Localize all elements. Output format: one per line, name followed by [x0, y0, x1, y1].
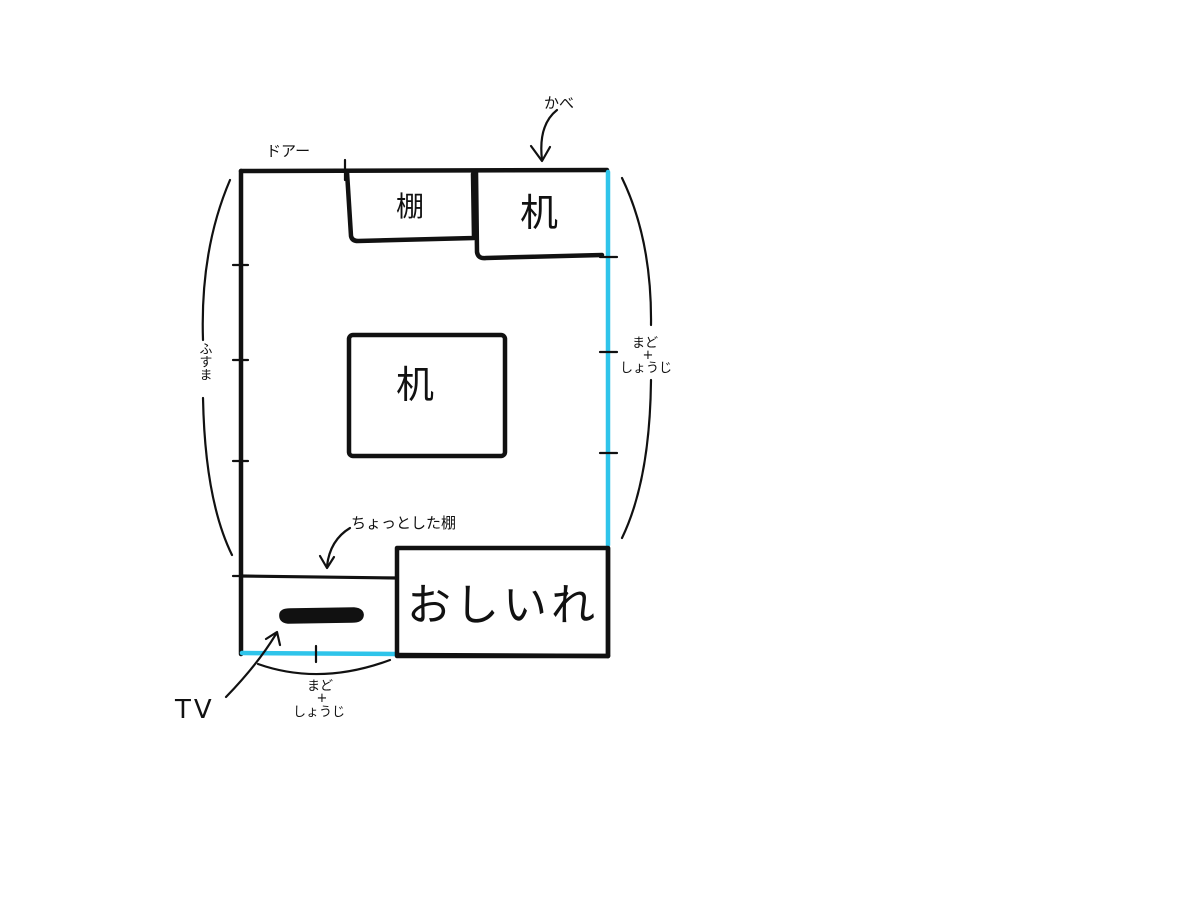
label-desk-center: 机	[396, 363, 434, 407]
fusuma-arc-upper	[201, 178, 232, 342]
arrow-small-shelf	[318, 526, 352, 570]
label-window-right: まど + しょうじ	[620, 336, 672, 376]
label-wall: かべ	[544, 94, 574, 112]
window-right-arc-lower	[620, 378, 653, 540]
tv-shape	[279, 607, 364, 624]
label-oshiire: おしいれ	[407, 580, 599, 631]
label-fusuma: ふすま	[197, 342, 213, 381]
window-bottom-arc	[256, 658, 392, 676]
window-bottom-line	[239, 650, 399, 657]
arrow-wall	[529, 108, 559, 163]
svg-text:+: +	[317, 691, 328, 706]
label-tv: TV	[174, 695, 215, 725]
label-desk-top: 机	[520, 191, 558, 235]
desk-center-shape	[346, 332, 508, 459]
shelf-top-shape	[344, 169, 477, 244]
svg-text:しょうじ: しょうじ	[293, 705, 345, 720]
desk-top-shape	[473, 169, 605, 261]
wall-top	[238, 167, 610, 174]
svg-text:しょうじ: しょうじ	[620, 361, 672, 376]
svg-text:まど: まど	[307, 679, 333, 694]
svg-text:まど: まど	[632, 336, 658, 351]
wall-tick-marks	[231, 158, 619, 664]
label-window-bottom: まど + しょうじ	[293, 679, 345, 720]
fusuma-arc-lower	[201, 396, 234, 557]
label-small-shelf: ちょっとした棚	[351, 514, 456, 532]
small-shelf-line	[239, 574, 399, 580]
label-door: ドアー	[266, 142, 310, 160]
svg-text:+: +	[643, 348, 654, 363]
window-right-arc-upper	[620, 176, 653, 327]
label-shelf-top: 棚	[396, 190, 424, 223]
oshiire-shape	[394, 545, 611, 659]
arrow-tv	[224, 630, 282, 699]
